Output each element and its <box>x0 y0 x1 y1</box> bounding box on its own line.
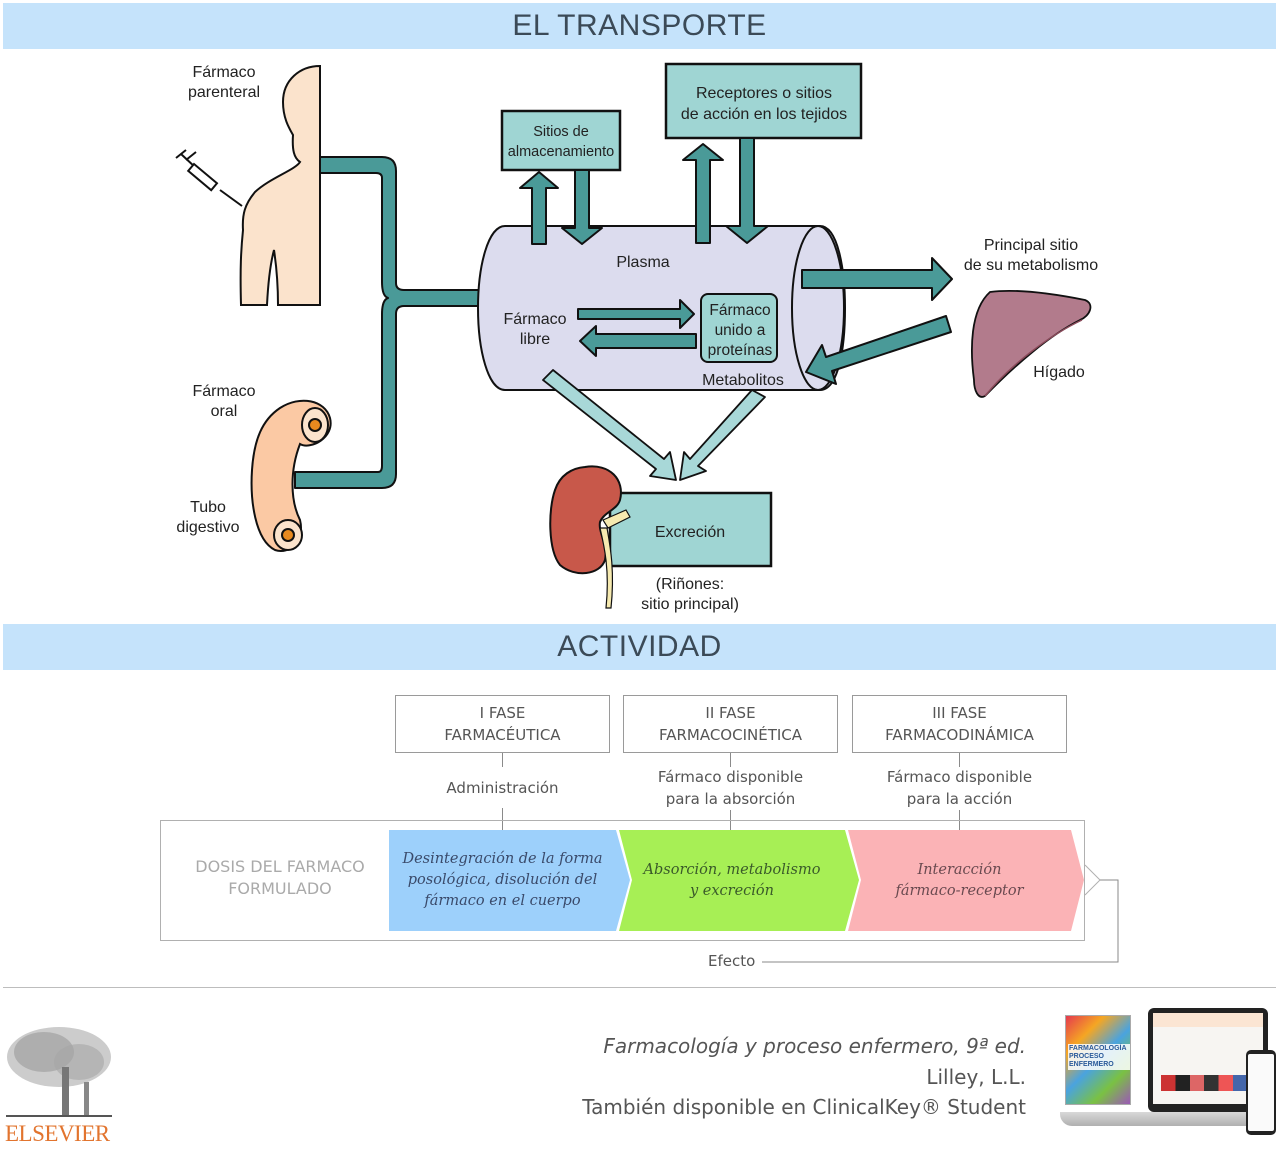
elsevier-tree-logo <box>6 1027 112 1117</box>
phase-number: III FASE <box>932 704 987 722</box>
stage-shape-kinetics <box>619 830 859 931</box>
kidney-icon <box>549 465 631 609</box>
phase-number: II FASE <box>705 704 756 722</box>
book-author: Lilley, L.L. <box>926 1065 1026 1089</box>
laptop-base <box>1060 1112 1260 1126</box>
excretion-arrow-left <box>542 369 677 481</box>
receptor-arrow-up <box>682 143 724 244</box>
product-mockup: FARMACOLOGÍA PROCESO ENFERMERO <box>1060 1005 1278 1147</box>
phase-name: FARMACODINÁMICA <box>885 726 1034 744</box>
bound-drug-box <box>700 293 778 363</box>
dose-flow-container <box>160 820 1085 941</box>
receptor-arrow-down <box>725 137 769 244</box>
phase-name: FARMACÉUTICA <box>444 726 561 744</box>
phase-box-pharmacokinetic: II FASE FARMACOCINÉTICA <box>623 695 838 753</box>
storage-arrow-up <box>519 171 559 245</box>
book-cover: FARMACOLOGÍA PROCESO ENFERMERO <box>1065 1015 1131 1105</box>
phase-number: I FASE <box>479 704 526 722</box>
liver-icon <box>971 289 1092 398</box>
connector-line <box>502 808 503 830</box>
binding-arrow-right <box>577 299 695 329</box>
connector-line <box>959 753 960 767</box>
availability-note: También disponible en ClinicalKey® Stude… <box>582 1095 1026 1119</box>
binding-arrow-left <box>579 325 697 357</box>
excretion-label: Excreción <box>655 524 725 541</box>
footer-divider <box>3 987 1276 988</box>
phone-icon <box>1246 1050 1276 1135</box>
human-body-icon <box>239 64 321 306</box>
liver-arrow-in <box>805 315 952 385</box>
effect-chevron <box>1084 864 1101 896</box>
syringe-icon <box>175 149 243 207</box>
absorption-pipes <box>294 156 499 489</box>
phase-box-pharmaceutical: I FASE FARMACÉUTICA <box>395 695 610 753</box>
phase-box-pharmacodynamic: III FASE FARMACODINÁMICA <box>852 695 1067 753</box>
liver-label: Hígado <box>1033 364 1085 381</box>
liver-arrow-out <box>801 257 953 301</box>
connector-line <box>730 753 731 767</box>
metabolites-label: Metabolitos <box>702 372 784 389</box>
phase-note-action: Fármaco disponible para la acción <box>886 768 1033 808</box>
kidney-label: (Riñones:sitio principal) <box>641 576 739 613</box>
connector-line <box>502 753 503 767</box>
publisher-logo-text: ELSEVIER <box>5 1121 110 1146</box>
storage-sites-box <box>500 109 622 172</box>
section-title-transport: EL TRANSPORTE <box>3 3 1276 49</box>
book-title: Farmacología y proceso enfermero, 9ª ed. <box>603 1034 1026 1058</box>
effect-connector <box>762 879 1119 963</box>
storage-arrow-down <box>561 169 603 245</box>
dose-label: DOSIS DEL FARMACO FORMULADO <box>195 857 365 898</box>
phase-note-administration: Administración <box>446 779 559 797</box>
stage-shape-dynamics <box>848 830 1084 931</box>
effect-label: Efecto <box>708 952 756 970</box>
section-title-activity: ACTIVIDAD <box>3 624 1276 670</box>
phase-name: FARMACOCINÉTICA <box>658 726 803 744</box>
excretion-box <box>608 491 773 568</box>
plasma-label: Plasma <box>616 254 669 271</box>
digestive-tube-icon <box>250 399 332 552</box>
stage-shape-dissolution <box>389 830 630 931</box>
receptor-sites-box <box>664 62 863 140</box>
phase-note-absorption: Fármaco disponible para la absorción <box>657 768 804 808</box>
excretion-arrow-right <box>679 389 766 481</box>
